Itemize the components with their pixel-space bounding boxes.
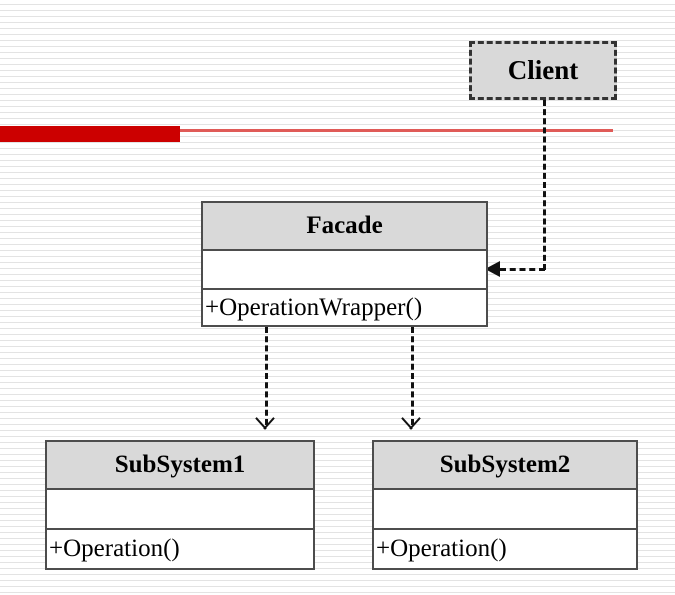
arrowhead-facade-to-subsystem2 (400, 417, 422, 438)
class-box-facade[interactable]: Facade +OperationWrapper() (201, 201, 488, 327)
class-box-subsystem1[interactable]: SubSystem1 +Operation() (45, 440, 315, 570)
arrowhead-facade-to-subsystem1 (254, 417, 276, 438)
subsystem1-title: SubSystem1 (47, 442, 313, 490)
subsystem2-operations: +Operation() (374, 530, 636, 568)
client-label: Client (507, 55, 579, 85)
connector-facade-subsystem2 (411, 327, 414, 425)
arrowhead-client-to-facade (485, 261, 500, 277)
connector-facade-subsystem1 (265, 327, 268, 425)
connector-client-facade-horizontal (500, 268, 545, 271)
subsystem1-operations: +Operation() (47, 530, 313, 568)
decor-thin-red-line (180, 129, 613, 132)
class-box-client[interactable]: Client (469, 41, 617, 100)
subsystem2-title: SubSystem2 (374, 442, 636, 490)
facade-attributes (203, 251, 486, 290)
decor-thick-red-bar (0, 126, 180, 142)
class-box-subsystem2[interactable]: SubSystem2 +Operation() (372, 440, 638, 570)
subsystem1-attributes (47, 490, 313, 530)
facade-operations: +OperationWrapper() (203, 290, 486, 325)
facade-title: Facade (203, 203, 486, 251)
subsystem2-attributes (374, 490, 636, 530)
connector-client-facade-vertical (543, 100, 546, 270)
